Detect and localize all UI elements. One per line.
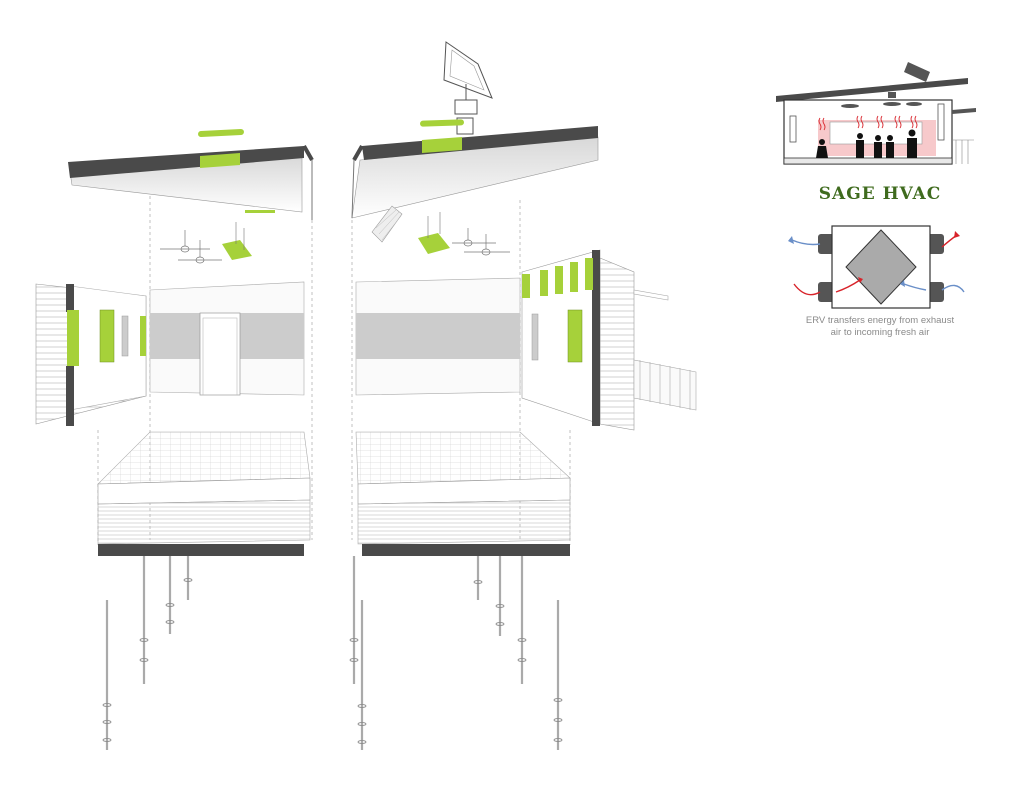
left-floor [97, 431, 311, 556]
left-module [35, 128, 314, 750]
right-module [349, 41, 697, 750]
erv-caption-line-2: air to incoming fresh air [830, 327, 930, 338]
ceiling-fan-icon [160, 230, 222, 264]
left-screw-piles [105, 556, 190, 750]
left-side-wall [35, 283, 147, 426]
people-silhouettes [816, 129, 917, 158]
right-back-wall [355, 277, 521, 396]
erv-core-icon [845, 229, 917, 305]
erv-diagram [788, 225, 965, 309]
right-side-wall [521, 249, 635, 431]
left-light-fixture [222, 240, 252, 260]
right-porch [633, 289, 697, 411]
ceiling-fan-icon [841, 92, 922, 108]
duct-pipe [371, 205, 403, 243]
ceiling-fan-icon [452, 228, 510, 256]
diagram-title: SAGE HVAC [818, 184, 942, 204]
left-back-wall [149, 281, 305, 396]
right-roof-panel [351, 126, 599, 219]
right-light-fixture [418, 233, 450, 254]
erv-caption: ERV transfers energy from exhaust air to… [782, 315, 978, 339]
right-floor [355, 431, 571, 556]
heat-wave-icon [818, 115, 918, 131]
left-roof-panel [68, 128, 314, 220]
erv-caption-line-1: ERV transfers energy from exhaust [805, 315, 955, 326]
right-screw-piles [352, 556, 560, 750]
classroom-section-thumbnail [776, 62, 976, 165]
